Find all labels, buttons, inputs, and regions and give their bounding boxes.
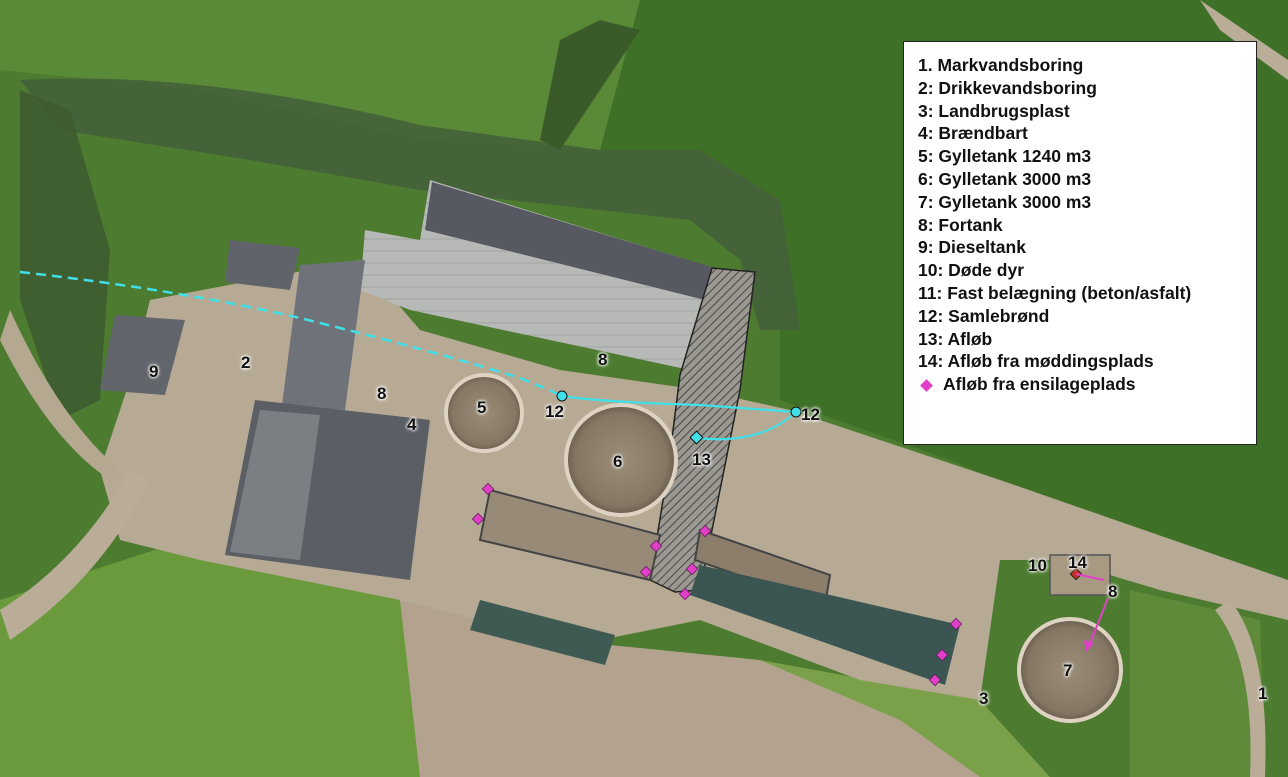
label-7: 7 [1063,661,1073,680]
diesel-shed [100,315,185,395]
diamond-icon [471,512,485,526]
label-6: 6 [613,452,623,471]
track-west-loop [0,310,120,480]
house-west [225,240,300,290]
tree-belt-north [20,78,800,330]
legend-item-2: 2: Drikkevandsboring [918,77,1097,98]
label-12-west: 12 [545,402,564,421]
silage-drains [471,482,963,687]
legend-item-13: 13: Afløb [918,328,993,349]
diamond-icon [685,562,699,576]
diamond-icon [928,673,942,687]
label-13: 13 [692,450,711,469]
plastic-tunnel [470,600,615,665]
diamond-icon [920,378,933,392]
legend-item-14: 14: Afløb fra møddingsplads [918,351,1154,372]
legend-item-1: 1. Markvandsboring [918,55,1084,75]
tank-6 [564,403,678,517]
hedge-diagonal [540,20,640,150]
stable-long [282,260,365,410]
pipe-dashed [19,270,563,398]
collection-well-12b [790,406,802,418]
stable-block-light [230,410,320,560]
legend-item-4: 4: Brændbart [918,123,1028,144]
label-8-east: 8 [1108,582,1118,601]
legend-symbol-label: Afløb fra ensilageplads [943,374,1136,395]
diamond-icon [949,617,963,631]
road-east-bottom [1215,600,1266,777]
legend-item-9: 9: Dieseltank [918,237,1026,258]
legend-item-10: 10: Døde dyr [918,260,1024,281]
barn-large-roof-dark [425,182,715,300]
label-4: 4 [407,415,417,434]
tank-7 [1017,617,1123,723]
arrow-head-8 [1084,640,1094,652]
arrow-line-8 [1088,597,1109,647]
legend-item-silage-drain: Afløb fra ensilageplads [918,373,1246,396]
pipe-solid [561,394,797,414]
field-east [1130,590,1265,777]
legend-item-6: 6: Gylletank 3000 m3 [918,168,1092,189]
arrow-line-14 [1075,573,1105,581]
label-8-barn: 8 [598,350,608,369]
label-3: 3 [979,689,989,708]
track-west [0,470,150,640]
drain-13 [689,430,704,445]
silage-covered [690,565,960,685]
label-9: 9 [149,362,159,381]
tank-5 [444,373,524,453]
label-8-yard: 8 [377,384,387,403]
label-14: 14 [1068,553,1087,572]
diamond-icon [639,565,653,579]
label-10: 10 [1028,556,1047,575]
silage-bunker-1 [478,488,662,582]
label-12-east: 12 [801,405,820,424]
field-north [0,0,640,150]
label-5: 5 [477,398,487,417]
label-1: 1 [1258,684,1268,703]
diamond-icon [649,539,663,553]
pipe-drain-13 [696,411,797,441]
legend-item-3: 3: Landbrugsplast [918,100,1070,121]
field-southwest [0,545,470,777]
road-east [1200,0,1288,80]
map-legend: 1. Markvandsboring 2: Drikkevandsboring … [903,41,1257,445]
legend-item-8: 8: Fortank [918,214,1003,235]
diamond-icon [678,587,692,601]
legend-item-7: 7: Gylletank 3000 m3 [918,191,1092,212]
hatched-paved-area [649,267,756,593]
legend-item-11: 11: Fast belægning (beton/asfalt) [918,282,1192,303]
collection-well-12a [556,390,568,402]
legend-item-12: 12: Samlebrønd [918,305,1050,326]
tree-belt-west [20,90,110,420]
diamond-icon [698,524,712,538]
label-2: 2 [241,353,251,372]
legend-item-5: 5: Gylletank 1240 m3 [918,146,1092,167]
diamond-icon [481,482,495,496]
diamond-icon [935,648,949,662]
